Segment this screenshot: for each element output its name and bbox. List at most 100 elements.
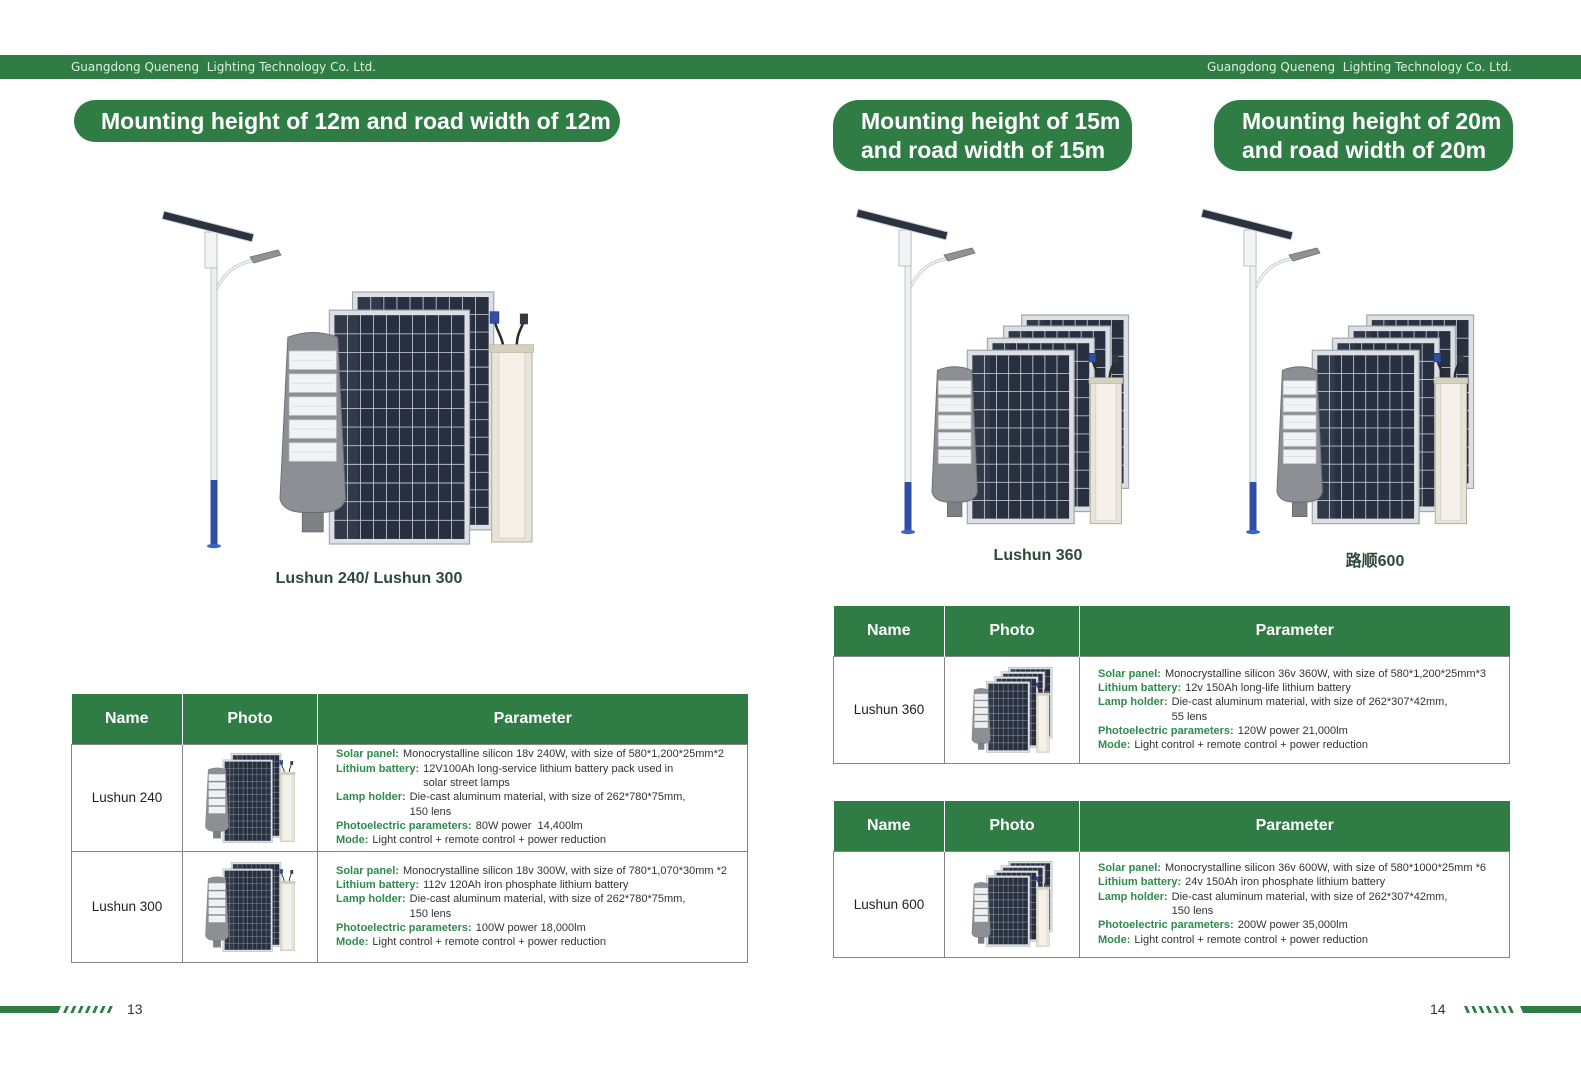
footer-stripe-left (0, 1006, 113, 1013)
product-photo-cell (944, 655, 1080, 764)
product-photo-cell (182, 850, 318, 963)
column-header-name: Name (833, 801, 945, 851)
parameter-label: Lamp holder: (1098, 696, 1168, 709)
parameter-value: 100W power 18,000lm (476, 921, 586, 935)
street-light-pole-image (161, 210, 282, 549)
footer-stripe-right (1464, 1006, 1581, 1013)
parameter-label: Lithium battery: (1098, 681, 1182, 694)
parameter-value-line: 100W power 18,000lm (475, 921, 586, 934)
parameter-item: Lamp holder:Die-cast aluminum material, … (336, 892, 743, 921)
heading-line-1: Mounting height of 15m (861, 107, 1121, 134)
header-bar: Guangdong Queneng Lighting Technology Co… (0, 55, 1581, 79)
parameter-value: 12V100Ah long-service lithium battery pa… (423, 762, 673, 791)
parameter-label: Lithium battery: (1098, 876, 1182, 889)
lithium-battery-image (1088, 353, 1124, 525)
parameter-label: Photoelectric parameters: (336, 819, 472, 832)
parameter-item: Solar panel:Monocrystalline silicon 18v … (336, 864, 743, 878)
parameter-item: Lithium battery:12V100Ah long-service li… (336, 762, 743, 791)
company-name-right: Guangdong Queneng Lighting Technology Co… (1206, 60, 1512, 74)
parameter-item: Lamp holder:Die-cast aluminum material, … (1098, 890, 1505, 919)
heading-line-1: Mounting height of 20m (1242, 107, 1502, 134)
parameter-item: Lithium battery:24v 150Ah iron phosphate… (1098, 875, 1505, 889)
parameter-value: 200W power 35,000lm (1238, 918, 1348, 932)
column-header-parameter: Parameter (1079, 801, 1510, 851)
table-row: Lushun 300 Solar panel:Monocrystalline si… (71, 850, 748, 963)
parameter-value-line: Die-cast aluminum material, with size of… (1171, 890, 1448, 903)
heading-mounting-20m: Mounting height of 20m and road width of… (1214, 100, 1513, 171)
parameter-value-line: 24v 150Ah iron phosphate lithium battery (1185, 876, 1386, 889)
solar-panel-image (222, 868, 273, 952)
parameter-cell: Solar panel: Monocrystalline silicon 18v … (317, 743, 748, 852)
parameter-item: Photoelectric parameters:100W power 18,0… (336, 921, 743, 935)
product-name-cell: Lushun 300 (71, 850, 183, 963)
parameter-item: Solar panel: Monocrystalline silicon 36v … (1098, 667, 1505, 681)
lithium-battery-image (489, 311, 534, 543)
parameter-value: Die-cast aluminum material, with size of… (410, 790, 686, 819)
parameter-item: Mode:Light control + remote control + po… (1098, 738, 1505, 752)
led-lamp-head-image (971, 687, 991, 750)
parameter-value: 12v 150Ah long-life lithium battery (1185, 681, 1351, 695)
parameter-label: Photoelectric parameters: (336, 921, 472, 934)
parameter-label: Solar panel: (1098, 667, 1161, 680)
parameter-value: Monocrystalline silicon 18v 240W, with s… (403, 747, 724, 761)
product-illustration-lushun-240-300 (161, 210, 534, 549)
heading-text: Mounting height of 12m and road width of… (101, 107, 611, 134)
parameter-value-line: 150 lens (1171, 905, 1214, 917)
parameter-label: Solar panel: (336, 748, 399, 761)
parameter-cell: Solar panel:Monocrystalline silicon 36v … (1079, 850, 1510, 958)
parameter-value: Light control + remote control + power r… (1134, 933, 1368, 947)
parameter-label: Lithium battery: (336, 762, 420, 775)
lithium-battery-image (1433, 353, 1469, 525)
parameter-value: 120W power 21,000lm (1238, 724, 1348, 738)
column-header-name: Name (833, 606, 945, 656)
product-thumbnail-image (971, 666, 1053, 753)
column-header-photo: Photo (944, 801, 1080, 851)
parameter-item: Photoelectric parameters:120W power 21,0… (1098, 724, 1505, 738)
parameter-value: 24v 150Ah iron phosphate lithium battery (1185, 875, 1385, 889)
parameter-value: Die-cast aluminum material, with size of… (1172, 890, 1448, 919)
lithium-battery-image (1035, 682, 1050, 753)
heading-line-2: and road width of 15m (861, 136, 1106, 163)
product-name-cell: Lushun 240 (71, 743, 183, 852)
solar-panel-image (966, 349, 1075, 525)
parameter-value: Monocrystalline silicon 36v 360W, with s… (1165, 667, 1486, 681)
parameter-label: Mode: (336, 834, 369, 847)
parameter-value-line: Die-cast aluminum material, with size of… (409, 791, 686, 804)
parameter-value: 80W power 14,400lm (476, 819, 583, 833)
led-lamp-head-image (205, 767, 229, 838)
column-header-photo: Photo (944, 606, 1080, 656)
parameter-value: Light control + remote control + power r… (372, 833, 606, 847)
parameter-item: Lamp holder: Die-cast aluminum material, … (1098, 695, 1505, 724)
parameter-item: Mode:Light control + remote control + po… (336, 935, 743, 949)
company-name-left: Guangdong Queneng Lighting Technology Co… (71, 60, 377, 74)
product-thumbnail-image (205, 861, 296, 952)
parameter-label: Mode: (1098, 739, 1131, 752)
parameter-item: Mode:Light control + remote control + po… (336, 833, 743, 847)
parameter-label: Lamp holder: (336, 893, 406, 906)
product-photo-cell (944, 850, 1080, 958)
led-lamp-head-image (931, 366, 978, 518)
column-header-name: Name (71, 694, 183, 744)
page-number-left: 13 (127, 1001, 143, 1017)
product-thumbnail-image (971, 860, 1053, 947)
parameter-label: Lithium battery: (336, 878, 420, 891)
product-caption-lushun-240-300: Lushun 240/ Lushun 300 (275, 570, 463, 587)
product-thumbnail-image (205, 752, 296, 843)
parameter-value-line: Light control + remote control + power r… (1134, 739, 1368, 752)
lithium-battery-image (1035, 876, 1050, 947)
solar-panel-image (1311, 349, 1420, 525)
parameter-label: Lamp holder: (336, 791, 406, 804)
parameter-label: Lamp holder: (1098, 890, 1168, 903)
parameter-value-line: 112v 120Ah iron phosphate lithium batter… (423, 878, 629, 891)
parameter-item: Lithium battery:112v 120Ah iron phosphat… (336, 878, 743, 892)
parameter-value: Die-cast aluminum material, with size of… (1172, 695, 1448, 724)
parameter-value-line: Light control + remote control + power r… (1134, 933, 1368, 946)
parameter-value: Light control + remote control + power r… (1134, 738, 1368, 752)
street-light-pole-image (855, 208, 976, 535)
parameter-label: Mode: (1098, 933, 1131, 946)
solar-panel-image (986, 680, 1031, 753)
parameter-value: 112v 120Ah iron phosphate lithium batter… (423, 878, 628, 892)
